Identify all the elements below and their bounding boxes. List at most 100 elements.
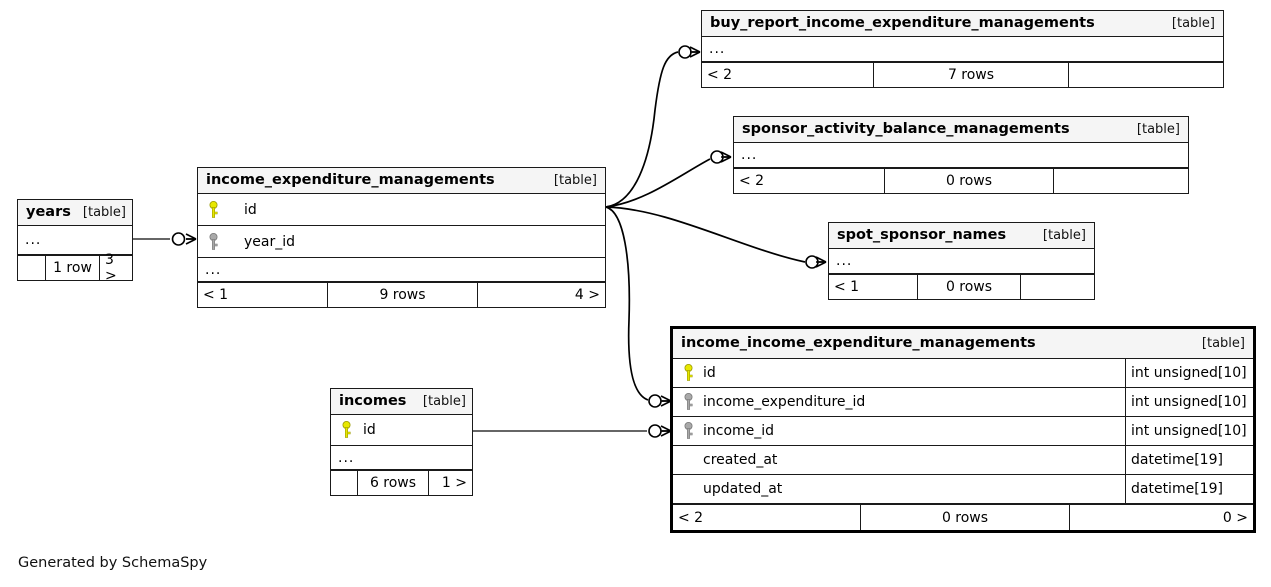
table-name: incomes <box>339 393 407 409</box>
table-header: buy_report_income_expenditure_management… <box>702 11 1223 37</box>
footer-parents: < 1 <box>198 283 328 307</box>
table-income-expenditure-managements[interactable]: income_expenditure_managements [table] i… <box>197 167 606 308</box>
footer-parents: < 2 <box>734 169 885 193</box>
table-type-tag: [table] <box>1042 227 1086 243</box>
foreign-key-icon <box>680 393 697 411</box>
table-type-tag: [table] <box>1201 335 1245 351</box>
table-column-row[interactable]: id <box>331 415 472 446</box>
column-type: int unsigned[10] <box>1125 359 1253 387</box>
table-column-row[interactable]: ... <box>702 37 1223 62</box>
column-name-cell: income_expenditure_id <box>673 393 1125 411</box>
table-name: buy_report_income_expenditure_management… <box>710 15 1095 31</box>
table-column-row[interactable]: id <box>198 194 605 226</box>
footer-rowcount: 0 rows <box>918 275 1021 299</box>
column-name: ... <box>25 232 42 248</box>
table-sponsor-activity-balance-managements[interactable]: sponsor_activity_balance_managements [ta… <box>733 116 1189 194</box>
table-income-income-expenditure-managements[interactable]: income_income_expenditure_managements [t… <box>670 326 1256 533</box>
table-column-row[interactable]: created_at datetime[19] <box>673 446 1253 475</box>
table-footer: 6 rows 1 > <box>331 470 472 495</box>
column-type: int unsigned[10] <box>1125 388 1253 416</box>
footer-children: 3 > <box>105 252 117 284</box>
edge-iem-to-sponsor-activity-balance <box>605 150 732 208</box>
table-header: income_income_expenditure_managements [t… <box>673 329 1253 359</box>
footer-parents: < 2 <box>702 63 874 87</box>
table-column-row[interactable]: ... <box>198 258 605 282</box>
column-name: ... <box>338 449 355 466</box>
footer-rowcount: 9 rows <box>328 283 478 307</box>
column-name: income_id <box>703 423 775 439</box>
table-type-tag: [table] <box>553 172 597 188</box>
footer-parents: < 1 <box>829 275 918 299</box>
column-name-cell: id <box>331 421 472 439</box>
generated-by-credit: Generated by SchemaSpy <box>18 555 208 571</box>
footer-parents: < 2 <box>673 505 861 530</box>
column-name: ... <box>836 253 853 269</box>
foreign-key-icon <box>680 422 697 440</box>
table-type-tag: [table] <box>422 393 466 409</box>
foreign-key-icon <box>205 232 222 251</box>
table-header: income_expenditure_managements [table] <box>198 168 605 194</box>
edge-years-to-income-expenditure-managements <box>133 232 197 246</box>
column-name: ... <box>741 147 758 163</box>
footer-rowcount: 0 rows <box>885 169 1054 193</box>
column-name-cell: updated_at <box>673 481 1125 497</box>
column-name: created_at <box>703 452 778 468</box>
table-footer: < 1 9 rows 4 > <box>198 282 605 307</box>
column-name: year_id <box>244 233 296 250</box>
column-name: id <box>703 365 716 381</box>
table-column-row[interactable]: ... <box>18 226 132 255</box>
column-name-cell: id <box>198 200 605 219</box>
table-column-row[interactable]: updated_at datetime[19] <box>673 475 1253 504</box>
table-header: sponsor_activity_balance_managements [ta… <box>734 117 1188 143</box>
footer-children: 4 > <box>574 287 600 303</box>
table-header: incomes [table] <box>331 389 472 415</box>
table-column-row[interactable]: ... <box>829 249 1094 274</box>
column-name-cell: id <box>673 364 1125 382</box>
footer-rowcount: 0 rows <box>861 505 1070 530</box>
column-name-cell: created_at <box>673 452 1125 468</box>
table-column-row[interactable]: ... <box>734 143 1188 168</box>
column-type: datetime[19] <box>1125 446 1253 474</box>
table-footer: < 1 0 rows <box>829 274 1094 299</box>
edge-incomes-to-income-iem <box>473 424 672 438</box>
table-header: years [table] <box>18 200 132 226</box>
column-name-cell: year_id <box>198 232 605 251</box>
footer-children: 1 > <box>441 475 467 491</box>
table-header: spot_sponsor_names [table] <box>829 223 1094 249</box>
table-footer: < 2 0 rows <box>734 168 1188 193</box>
footer-children <box>1069 63 1223 87</box>
table-column-row[interactable]: year_id <box>198 226 605 258</box>
table-years[interactable]: years [table] ... 1 row 3 > <box>17 199 133 284</box>
table-column-row[interactable]: income_id int unsigned[10] <box>673 417 1253 446</box>
column-name: id <box>363 422 376 438</box>
column-type: int unsigned[10] <box>1125 417 1253 445</box>
footer-rowcount: 6 rows <box>358 471 429 495</box>
column-name: updated_at <box>703 481 783 497</box>
footer-children: 0 > <box>1222 509 1248 526</box>
table-footer: < 2 7 rows <box>702 62 1223 87</box>
column-name-cell: income_id <box>673 422 1125 440</box>
column-name: income_expenditure_id <box>703 394 866 410</box>
table-name: income_income_expenditure_managements <box>681 335 1036 351</box>
edge-iem-to-spot-sponsor-names <box>605 206 827 269</box>
table-name: spot_sponsor_names <box>837 227 1007 243</box>
table-footer: 1 row 3 > <box>18 252 132 284</box>
table-column-row[interactable]: ... <box>331 446 472 470</box>
column-type: datetime[19] <box>1125 475 1253 503</box>
table-column-row[interactable]: income_expenditure_id int unsigned[10] <box>673 388 1253 417</box>
table-column-row[interactable]: id int unsigned[10] <box>673 359 1253 388</box>
table-name: years <box>26 204 71 220</box>
table-incomes[interactable]: incomes [table] id ... 6 rows 1 > <box>330 388 473 496</box>
table-buy-report-income-expenditure-managements[interactable]: buy_report_income_expenditure_management… <box>701 10 1224 88</box>
primary-key-icon <box>680 364 697 382</box>
footer-parents <box>18 256 46 280</box>
column-name: id <box>244 201 257 218</box>
table-name: sponsor_activity_balance_managements <box>742 121 1070 137</box>
table-spot-sponsor-names[interactable]: spot_sponsor_names [table] ... < 1 0 row… <box>828 222 1095 300</box>
table-type-tag: [table] <box>1171 15 1215 31</box>
column-name: ... <box>205 261 222 278</box>
column-name: ... <box>709 41 726 57</box>
footer-rowcount: 1 row <box>46 256 100 280</box>
table-type-tag: [table] <box>82 204 126 220</box>
